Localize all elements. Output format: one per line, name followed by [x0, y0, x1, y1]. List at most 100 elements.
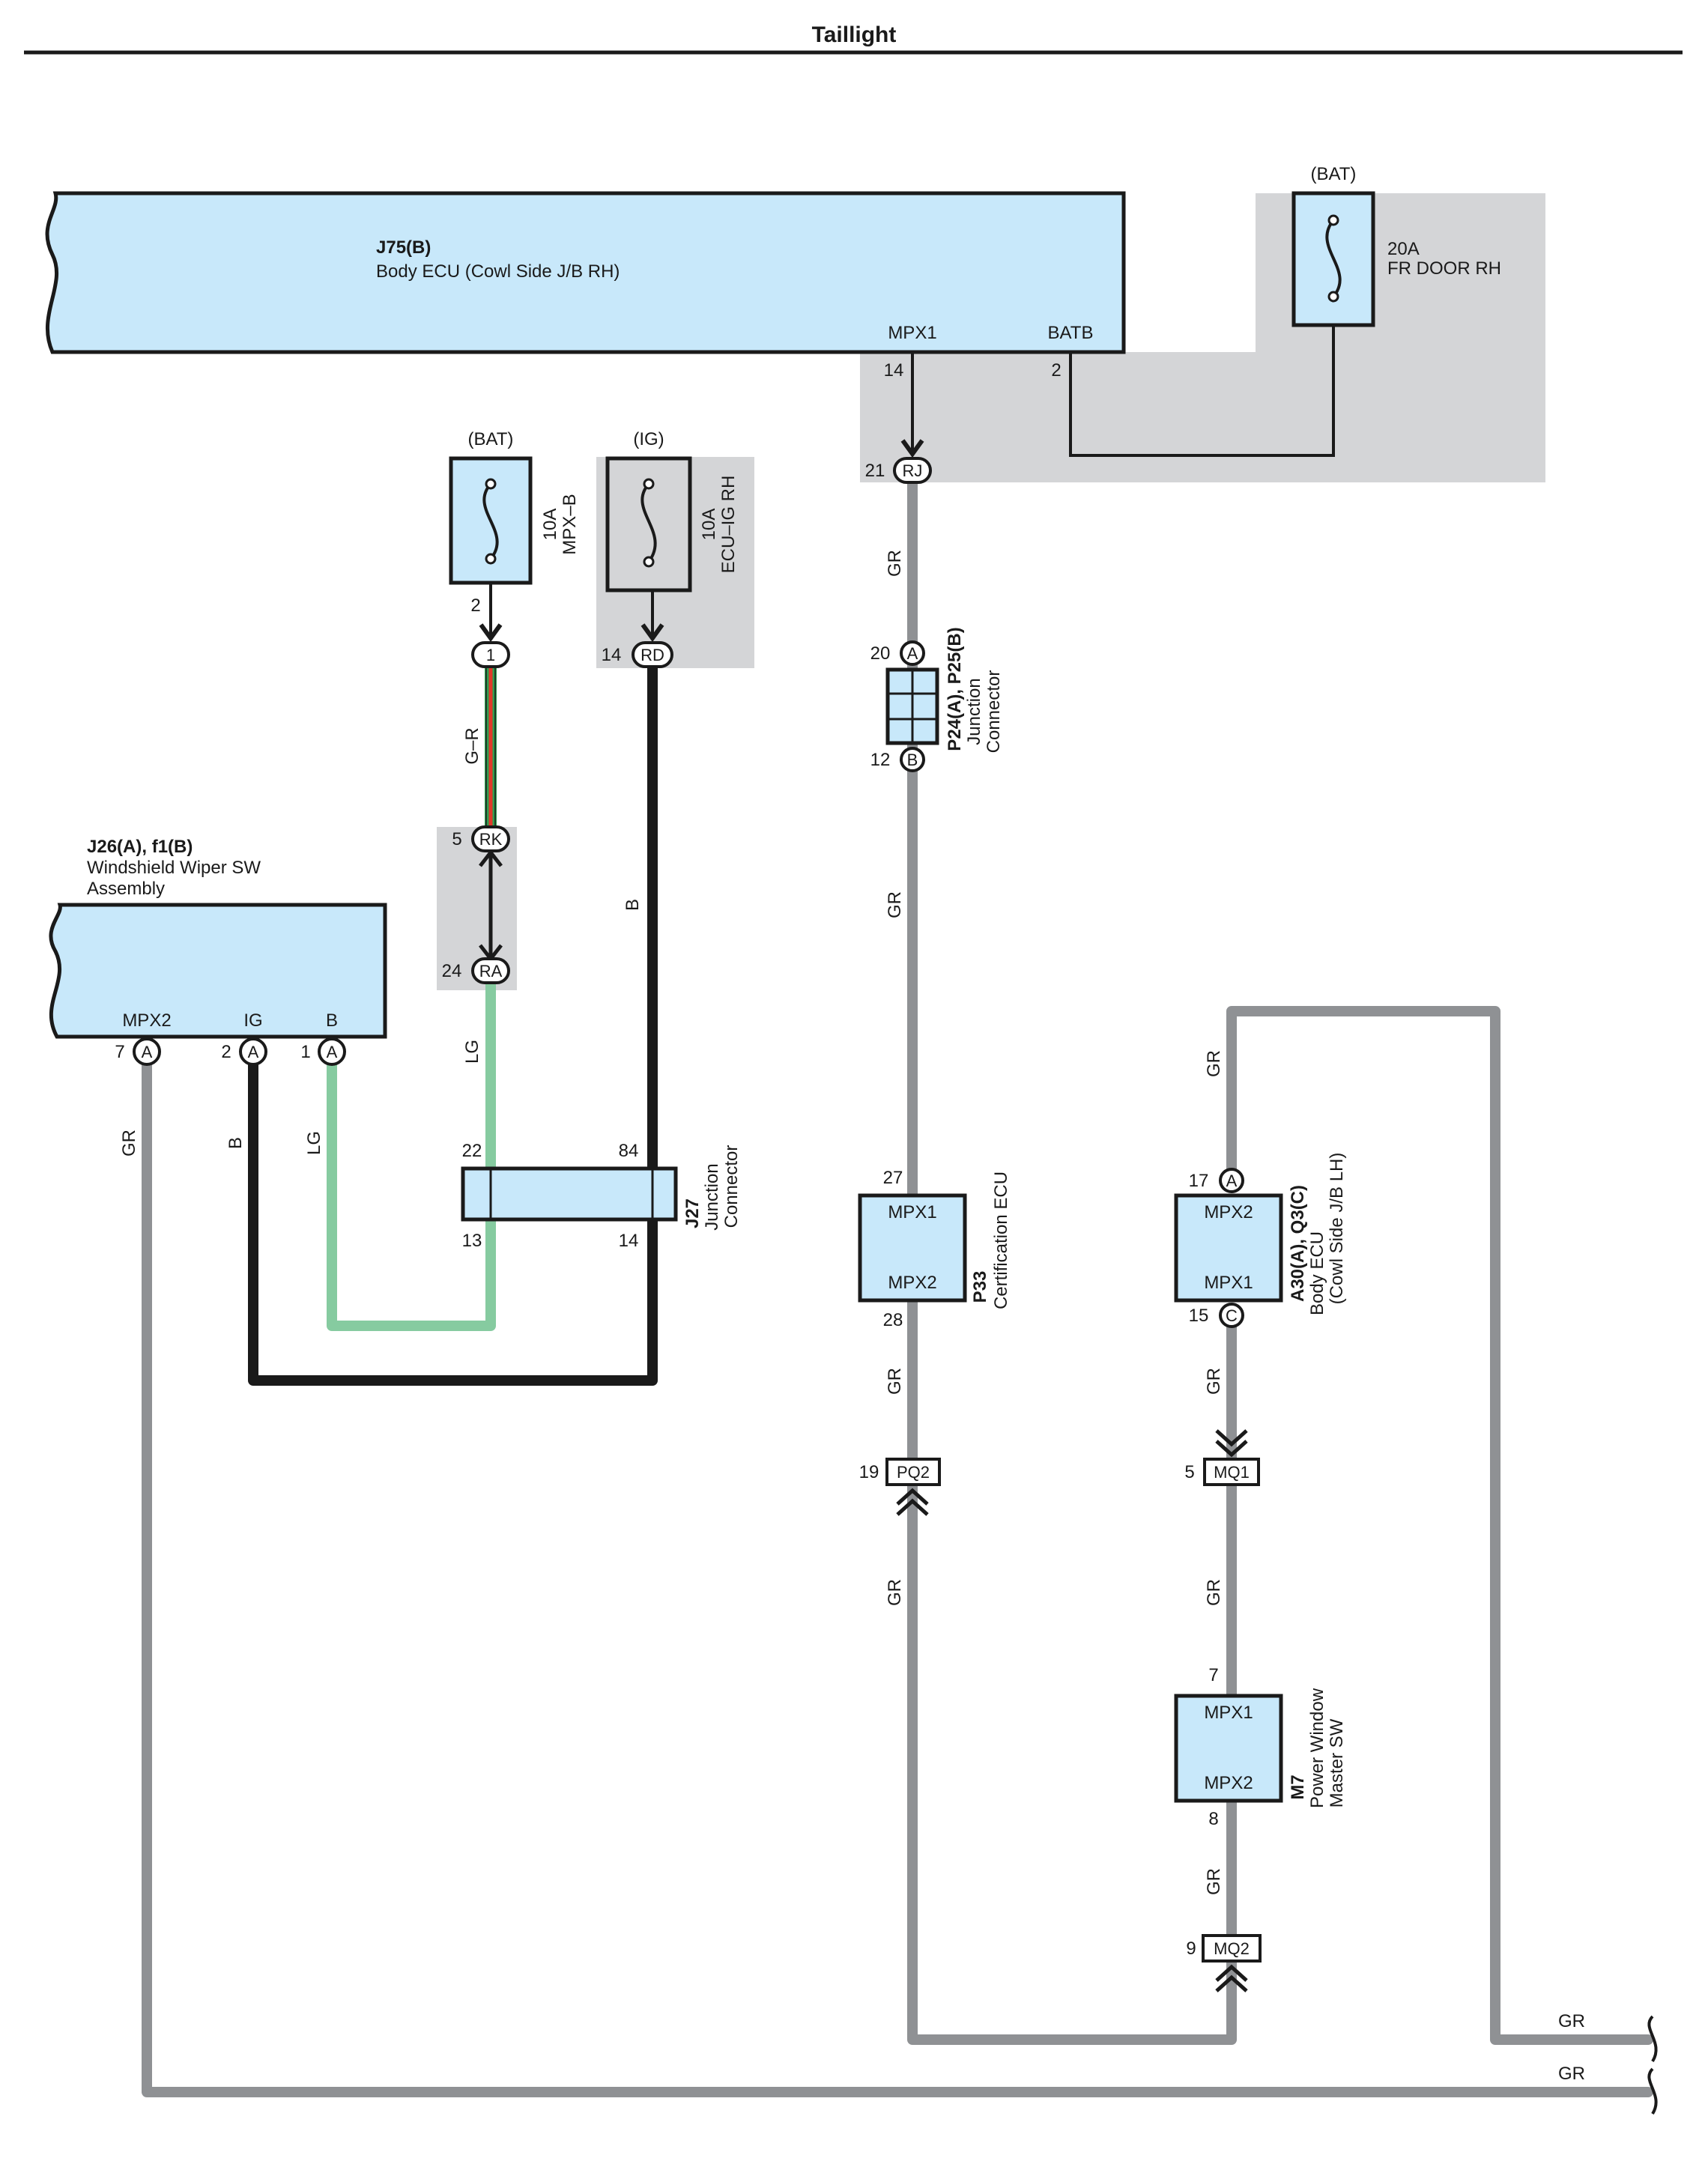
wire-label-gr-wiper: GR	[119, 1130, 139, 1157]
connector-mq2-num: 9	[1186, 1939, 1196, 1959]
connector-one	[471, 641, 510, 668]
wiper-num-b: 1	[300, 1042, 310, 1062]
p24-pin-top-num: 20	[870, 643, 891, 664]
wire-label-gr-2: GR	[885, 891, 905, 918]
body-ecu-lh-code: A30(A), Q3(C)	[1288, 1185, 1308, 1302]
pw-master-pin-top-label: MPX1	[1204, 1703, 1253, 1723]
p24-pin-bottom-num: 12	[870, 750, 891, 770]
body-ecu-lh-pin-top-num: 17	[1189, 1171, 1209, 1191]
cert-ecu-pin-bottom-num: 28	[883, 1310, 903, 1330]
fuse-ecuig-symbol	[640, 482, 657, 563]
body-ecu-top-code: J75(B)	[376, 237, 431, 258]
p24-name-1: Junction	[964, 678, 984, 745]
j27-pin-tr: 84	[619, 1141, 639, 1161]
j27-pin-br: 14	[619, 1231, 639, 1251]
wiper-sw-pin-ig: IG	[243, 1010, 262, 1031]
wire-label-b-vertical: B	[623, 899, 643, 911]
wire-label-gr-5: GR	[1204, 1050, 1224, 1077]
wiper-num-ig: 2	[221, 1042, 231, 1062]
wire-gr-wiper-bus	[142, 1055, 1653, 2097]
pw-master-name-2: Master SW	[1327, 1718, 1347, 1807]
p24-pin-b-letter: B	[907, 751, 918, 769]
p24-pin-a-letter: A	[907, 644, 918, 663]
connector-rj	[893, 457, 932, 484]
j27-name-2: Connector	[721, 1145, 742, 1228]
fuse-mpxb-rating: 10A	[540, 509, 560, 541]
body-ecu-lh-box	[1174, 1193, 1283, 1303]
wire-label-gr-6: GR	[1204, 1368, 1224, 1395]
body-ecu-lh-pin-top-label: MPX2	[1204, 1202, 1253, 1222]
connector-mq2	[1202, 1934, 1262, 1963]
fuse-mpxb-name: MPX–B	[560, 494, 580, 554]
wire-g-r	[485, 665, 497, 827]
connector-pq2-label: PQ2	[897, 1463, 930, 1482]
fuse-fr-door-source: (BAT)	[1311, 164, 1357, 184]
connector-rk-label: RK	[479, 830, 503, 849]
wire-label-gr-3: GR	[885, 1368, 905, 1395]
connector-rj-label: RJ	[903, 461, 923, 480]
arrow-fuse-ecuig	[640, 623, 664, 643]
connector-rk	[471, 825, 510, 852]
body-ecu-lh-name-1: Body ECU	[1307, 1231, 1327, 1315]
connector-one-label: 1	[486, 646, 495, 664]
wire-label-lg-wiper: LG	[304, 1131, 324, 1155]
wiper-sw-pin-mpx2: MPX2	[122, 1010, 171, 1031]
p24-pin-a	[900, 640, 925, 666]
connector-mq2-label: MQ2	[1214, 1939, 1250, 1958]
body-ecu-lh-pin-a	[1219, 1168, 1244, 1193]
wire-label-gr-right-1: GR	[1558, 2011, 1585, 2031]
connector-rk-num: 5	[452, 829, 461, 849]
wiper-pin-a-mpx2-letter: A	[142, 1043, 153, 1061]
wiper-sw-box	[49, 903, 387, 1039]
p24-code: P24(A), P25(B)	[945, 627, 965, 751]
wire-label-gr-7: GR	[1204, 1579, 1224, 1606]
cert-ecu-pin-top-num: 27	[883, 1168, 903, 1188]
j27-code: J27	[682, 1198, 703, 1228]
body-ecu-top-name: Body ECU (Cowl Side J/B RH)	[376, 261, 620, 282]
fuse-fr-door-rating: 20A	[1387, 239, 1420, 259]
wire-label-gr-1: GR	[885, 550, 905, 577]
connector-pq2	[885, 1458, 941, 1486]
pw-master-name-1: Power Window	[1307, 1688, 1327, 1808]
j27-box	[461, 1166, 678, 1222]
fuse-fr-door-name: FR DOOR RH	[1387, 258, 1501, 279]
wiper-pin-a-mpx2	[133, 1037, 161, 1066]
wire-label-lg-1: LG	[462, 1040, 482, 1064]
body-ecu-top-box	[45, 191, 1126, 354]
p24-name-2: Connector	[984, 670, 1004, 754]
wire-break-mark-1	[1647, 2015, 1658, 2063]
diagram-title: Taillight	[812, 22, 897, 47]
pw-master-pin-bottom-label: MPX2	[1204, 1773, 1253, 1793]
fuse-mpxb-pin: 2	[470, 595, 480, 616]
wire-label-b-wiper: B	[225, 1137, 246, 1149]
body-ecu-lh-pin-a-letter: A	[1226, 1172, 1238, 1190]
wiper-num-mpx2: 7	[115, 1042, 124, 1062]
connector-ra-num: 24	[442, 961, 462, 981]
cert-ecu-code: P33	[970, 1271, 990, 1303]
arrow-fuse-mpxb	[479, 623, 503, 643]
connector-ra	[471, 957, 510, 984]
wire-lg-battery	[327, 976, 496, 1331]
wiper-pin-a-b-letter: A	[327, 1043, 338, 1061]
pw-master-pin-bottom-num: 8	[1208, 1809, 1218, 1829]
body-ecu-top-pin-mpx1: MPX1	[888, 323, 936, 343]
fuse-fr-door-symbol	[1325, 219, 1342, 298]
body-ecu-lh-name-2: (Cowl Side J/B LH)	[1327, 1153, 1347, 1305]
cert-ecu-name: Certification ECU	[991, 1172, 1011, 1309]
wire-batb-fuse	[1069, 327, 1335, 457]
pq2-chevrons	[896, 1488, 929, 1516]
body-ecu-top-num-mpx1: 14	[884, 360, 904, 381]
pw-master-pin-top-num: 7	[1208, 1665, 1218, 1685]
connector-mq1	[1203, 1458, 1260, 1486]
wiper-sw-pin-b: B	[326, 1010, 338, 1031]
j27-pin-tl: 22	[462, 1141, 482, 1161]
body-ecu-lh-pin-bottom-label: MPX1	[1204, 1273, 1253, 1293]
body-ecu-lh-pin-bottom-num: 15	[1189, 1306, 1209, 1326]
fuse-ecuig-source: (IG)	[633, 429, 664, 449]
wire-b-ig	[248, 660, 658, 1386]
fuse-mpxb-symbol	[482, 482, 499, 560]
wiper-pin-a-ig-letter: A	[248, 1043, 259, 1061]
connector-rd-label: RD	[640, 646, 664, 664]
connector-rj-num: 21	[865, 461, 885, 481]
connector-pq2-num: 19	[859, 1462, 879, 1482]
